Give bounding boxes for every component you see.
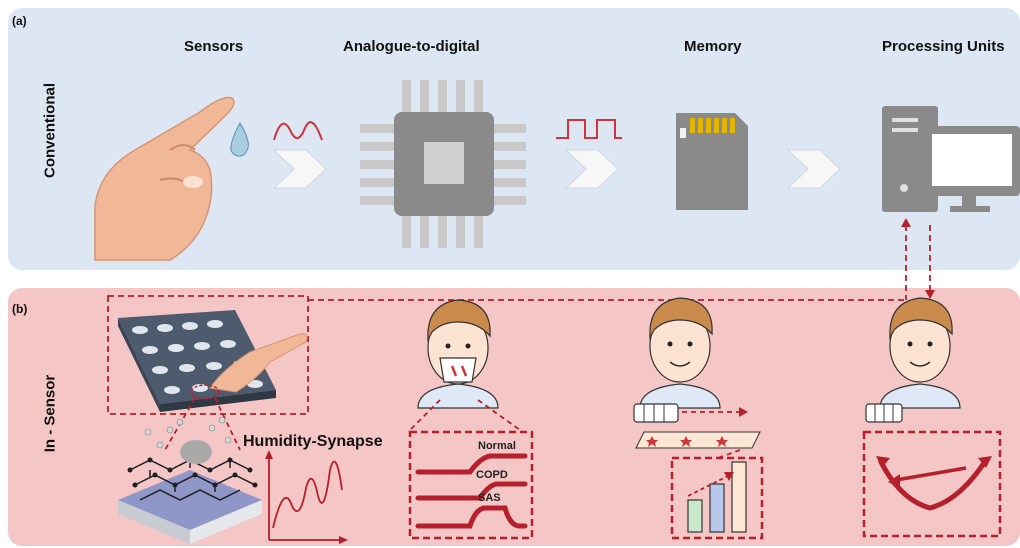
sensor-strip — [635, 431, 761, 449]
sensor-array-frame — [107, 295, 309, 415]
panel-a-label: (a) — [12, 14, 27, 28]
zoom-line — [717, 449, 741, 459]
bar-chart-box — [670, 456, 764, 540]
synapse-response-plot — [265, 450, 348, 544]
bidirectional-curve-illustration — [876, 456, 992, 511]
condition-label-copd: COPD — [476, 469, 508, 481]
person-with-mask-illustration — [417, 299, 499, 409]
memory-card-icon — [676, 113, 748, 210]
person-illustration — [639, 297, 721, 409]
flow-arrow-icon — [272, 149, 327, 189]
gesture-hand-icon — [865, 403, 903, 423]
adc-chip-icon — [360, 80, 526, 248]
digital-signal-icon — [556, 119, 622, 139]
analog-signal-icon — [273, 121, 323, 141]
condition-label-sas: SAS — [478, 492, 501, 504]
gesture-box — [862, 430, 1002, 538]
zoom-line — [214, 397, 241, 451]
humidity-synapse-label: Humidity-Synapse — [243, 433, 383, 450]
panel-connection — [308, 218, 935, 301]
graphene-substrate-illustration — [118, 416, 262, 544]
water-droplet-icon — [230, 121, 249, 157]
stage-title-sensors: Sensors — [184, 38, 244, 55]
flow-arrow-icon — [564, 149, 619, 189]
stage-title-processing: Processing Units — [882, 38, 1005, 55]
computer-icon — [882, 106, 1020, 212]
star-markers — [646, 436, 728, 447]
condition-label-normal: Normal — [478, 440, 516, 452]
person-illustration — [879, 297, 961, 409]
breathing-waveforms — [415, 453, 528, 529]
flow-arrow-icon — [786, 149, 841, 189]
sensor-array-illustration — [118, 310, 308, 412]
zoom-line — [409, 399, 441, 431]
gesture-hand-icon — [633, 403, 679, 423]
hand-illustration — [94, 96, 235, 261]
increasing-bars-illustration — [687, 461, 747, 533]
stage-title-adc: Analogue-to-digital — [343, 38, 480, 55]
panel-b-label: (b) — [12, 302, 28, 316]
breathing-waveform-box — [408, 430, 534, 540]
stage-title-memory: Memory — [684, 38, 742, 55]
